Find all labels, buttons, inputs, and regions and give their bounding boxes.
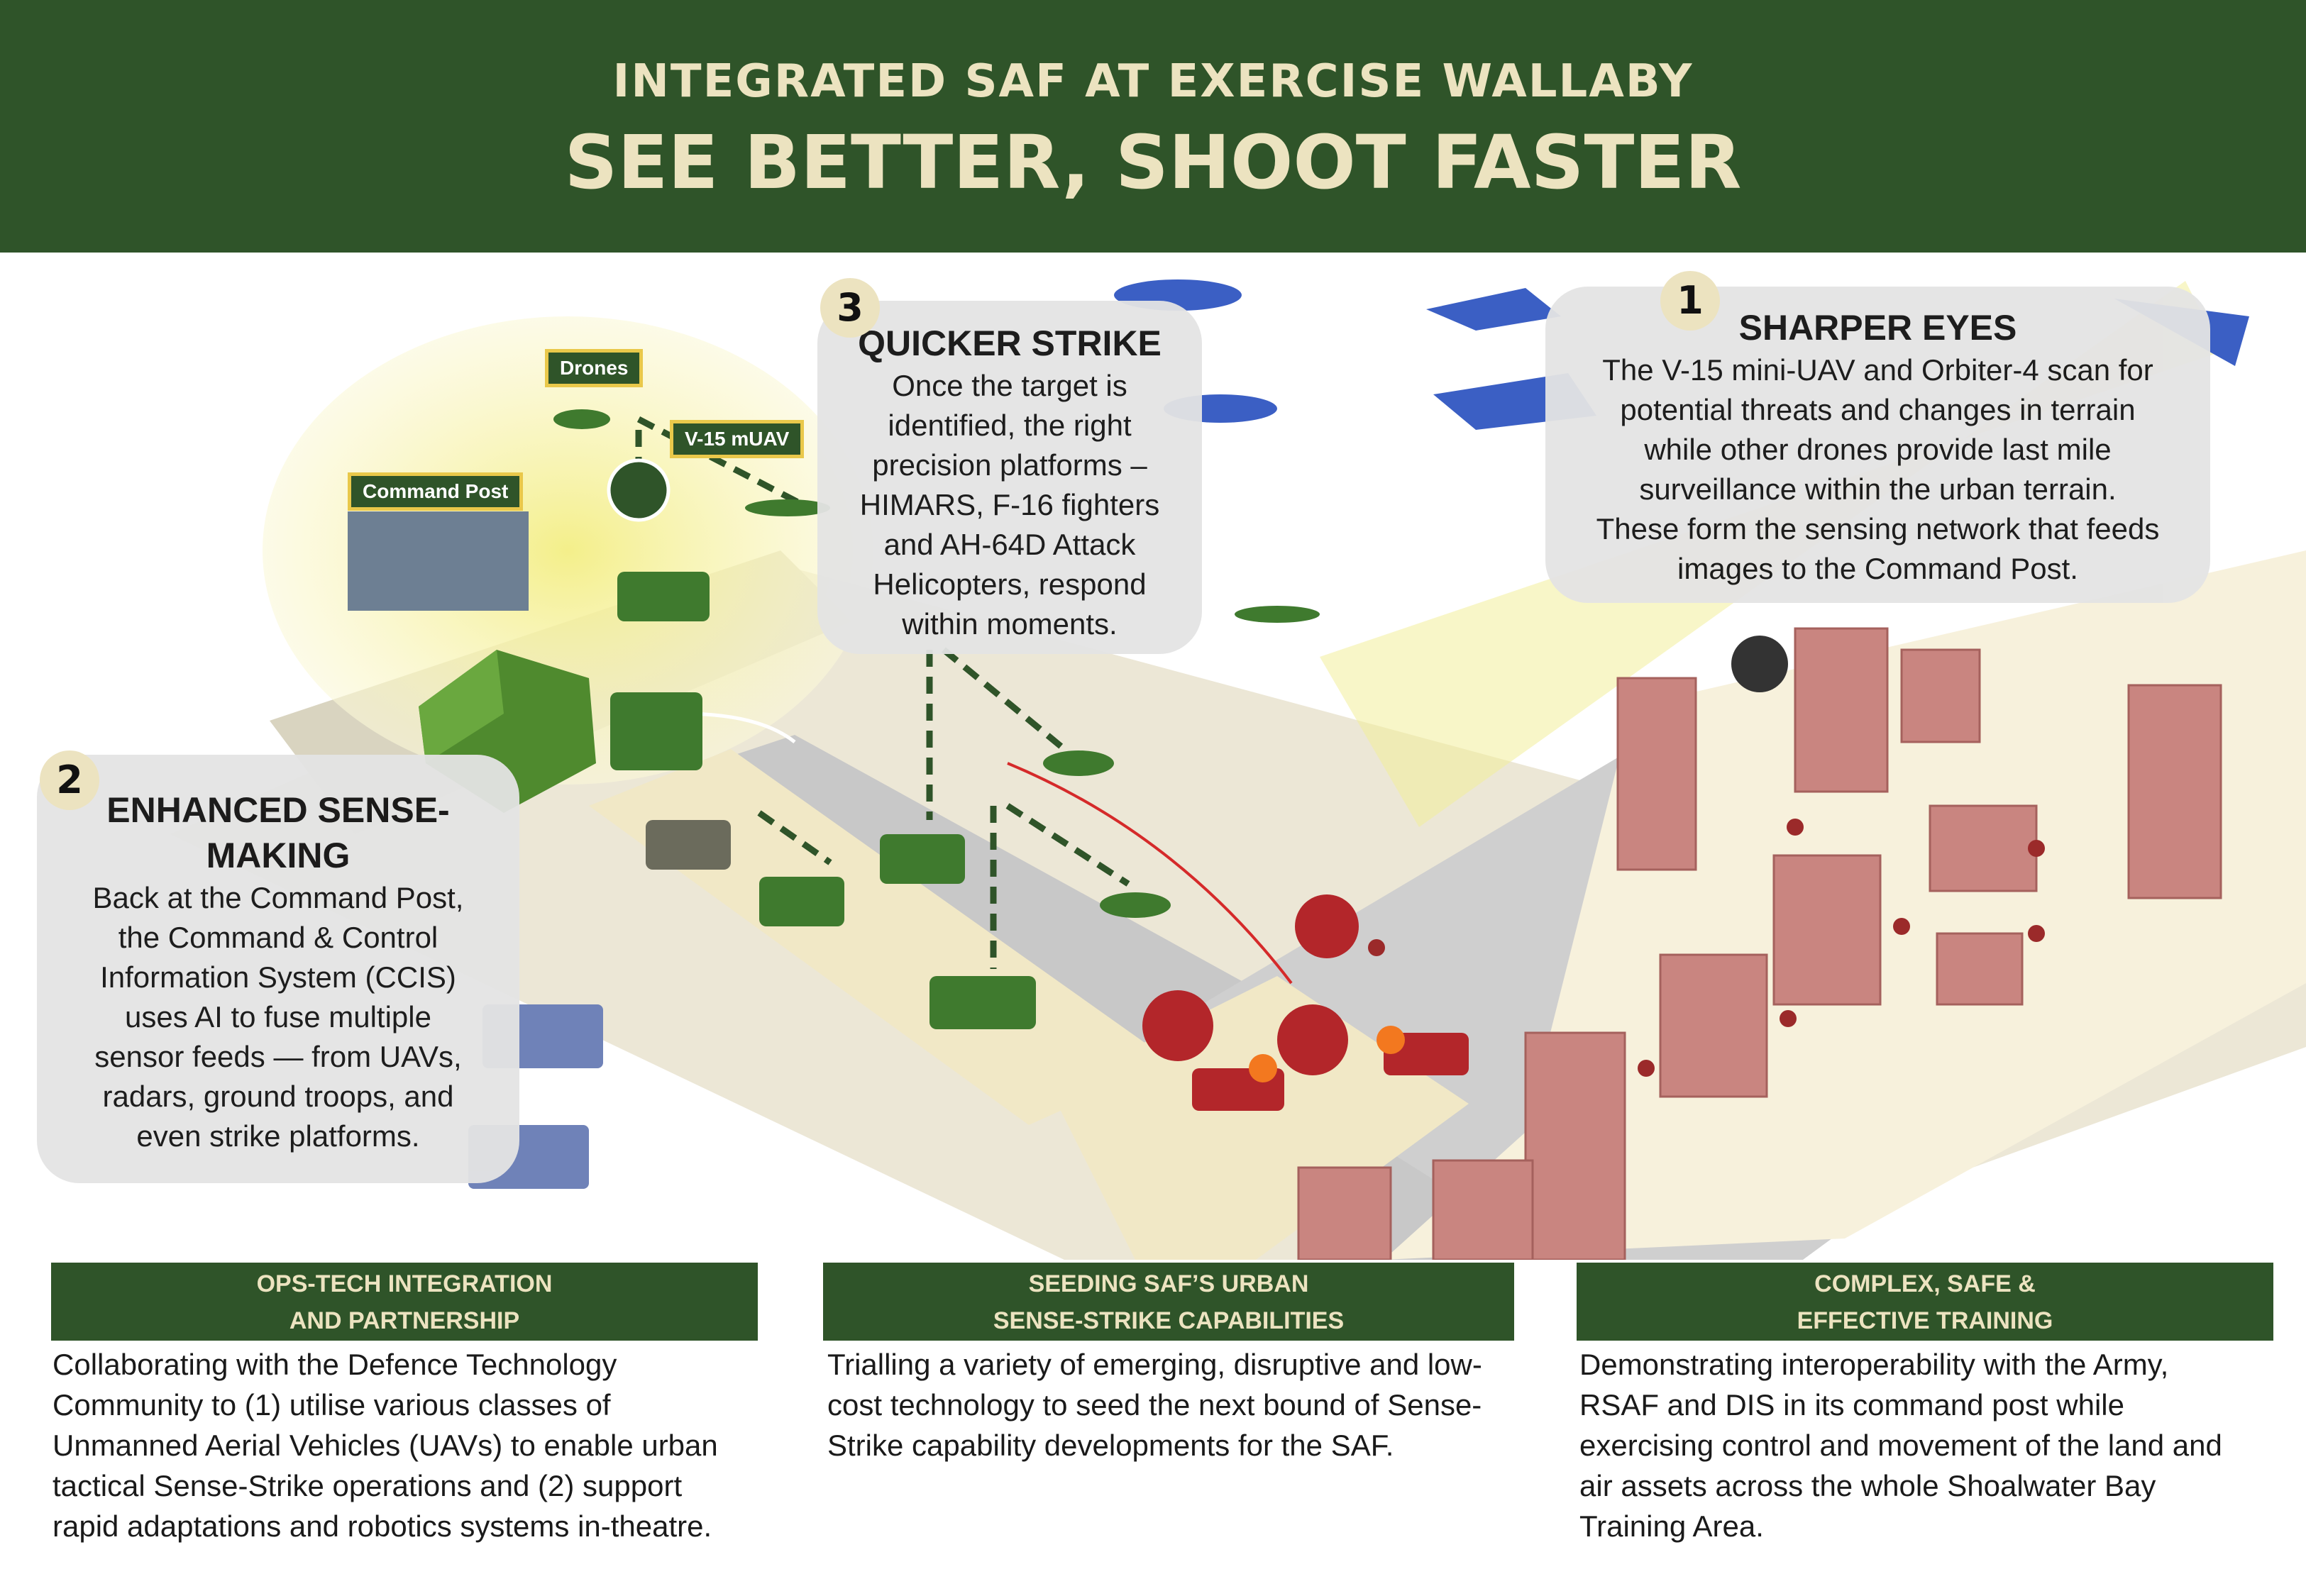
header-headline: SEE BETTER, SHOOT FASTER [564, 119, 1742, 206]
tag-command-post: Command Post [348, 472, 524, 511]
callout-line: Once the target is [892, 369, 1127, 402]
callout-enhanced-sense-making: ENHANCED SENSE- MAKING Back at the Comma… [37, 755, 519, 1183]
section-body-line: Training Area. [1579, 1509, 1764, 1543]
callout-line: Back at the Command Post, [92, 881, 464, 914]
section-heading-ops-tech: OPS-TECH INTEGRATION AND PARTNERSHIP [51, 1263, 758, 1341]
section-heading-line: OPS-TECH INTEGRATION [256, 1270, 553, 1297]
section-heading-urban-sense-strike: SEEDING SAF’S URBAN SENSE-STRIKE CAPABIL… [823, 1263, 1514, 1341]
callout-line: and AH-64D Attack [883, 528, 1136, 561]
callout-line: Helicopters, respond [873, 567, 1147, 601]
header-banner: INTEGRATED SAF AT EXERCISE WALLABY SEE B… [0, 0, 2306, 253]
callout-line: The V-15 mini-UAV and Orbiter-4 scan for [1602, 353, 2153, 387]
section-body-line: exercising control and movement of the l… [1579, 1429, 2222, 1462]
callout-line: the Command & Control [118, 921, 438, 954]
callout-line: even strike platforms. [136, 1119, 420, 1153]
callout-line: images to the Command Post. [1677, 552, 2078, 585]
enemy-troops [1368, 819, 2045, 1077]
section-body-urban-sense-strike: Trialling a variety of emerging, disrupt… [827, 1344, 1537, 1465]
section-body-line: Collaborating with the Defence Technolog… [53, 1348, 617, 1381]
callout-body: The V-15 mini-UAV and Orbiter-4 scan for… [1545, 350, 2210, 589]
callout-title: QUICKER STRIKE [858, 323, 1162, 363]
section-heading-training: COMPLEX, SAFE & EFFECTIVE TRAINING [1577, 1263, 2273, 1341]
enemy-targets [1142, 894, 1469, 1111]
callout-line: sensor feeds — from UAVs, [94, 1040, 462, 1073]
number-badge-3: 3 [820, 278, 880, 338]
section-heading-line: COMPLEX, SAFE & [1814, 1270, 2036, 1297]
friendly-vehicles [610, 572, 1036, 1029]
callout-body: Back at the Command Post, the Command & … [37, 878, 519, 1156]
callout-line: radars, ground troops, and [102, 1080, 454, 1113]
hexacopter [1731, 636, 1788, 692]
callout-line: precision platforms – [872, 448, 1147, 482]
callout-quicker-strike: QUICKER STRIKE Once the target is identi… [817, 301, 1202, 654]
terrain-convoy [589, 749, 1171, 1125]
callout-body: Once the target is identified, the right… [817, 366, 1202, 644]
drones [553, 409, 1320, 918]
section-heading-line: AND PARTNERSHIP [289, 1307, 520, 1334]
callout-line: Information System (CCIS) [100, 960, 456, 994]
section-body-line: air assets across the whole Shoalwater B… [1579, 1469, 2156, 1502]
header-kicker: INTEGRATED SAF AT EXERCISE WALLABY [612, 55, 1694, 108]
callout-title: ENHANCED SENSE- MAKING [37, 787, 519, 878]
number-badge-1: 1 [1660, 271, 1720, 331]
section-body-line: RSAF and DIS in its command post while [1579, 1388, 2124, 1422]
section-body-line: Strike capability developments for the S… [827, 1429, 1394, 1462]
section-body-line: Trialling a variety of emerging, disrupt… [827, 1348, 1482, 1381]
callout-line: surveillance within the urban terrain. [1639, 472, 2117, 506]
fire [1249, 1026, 1405, 1082]
callout-title-line: ENHANCED SENSE- [106, 790, 450, 830]
section-body-training: Demonstrating interoperability with the … [1579, 1344, 2289, 1546]
section-body-line: Demonstrating interoperability with the … [1579, 1348, 2169, 1381]
callout-line: within moments. [902, 607, 1118, 641]
callout-line: while other drones provide last mile [1644, 433, 2112, 466]
command-post-photo [348, 511, 529, 611]
section-heading-line: SENSE-STRIKE CAPABILITIES [993, 1307, 1345, 1334]
section-body-line: Community to (1) utilise various classes… [53, 1388, 611, 1422]
dashed-links [635, 416, 1130, 969]
section-body-line: rapid adaptations and robotics systems i… [53, 1509, 712, 1543]
section-heading-line: EFFECTIVE TRAINING [1797, 1307, 2053, 1334]
callout-line: HIMARS, F-16 fighters [859, 488, 1160, 521]
callout-line: identified, the right [888, 409, 1132, 442]
callout-sharper-eyes: SHARPER EYES The V-15 mini-UAV and Orbit… [1545, 287, 2210, 603]
callout-line: uses AI to fuse multiple [125, 1000, 431, 1033]
buildings [1297, 627, 2222, 1260]
callout-line: potential threats and changes in terrain [1620, 393, 2136, 426]
section-body-ops-tech: Collaborating with the Defence Technolog… [53, 1344, 790, 1546]
section-body-line: cost technology to seed the next bound o… [827, 1388, 1482, 1422]
callout-title: SHARPER EYES [1738, 308, 2017, 348]
tag-v15-muav: V-15 mUAV [670, 420, 805, 458]
callout-title-line: MAKING [206, 836, 351, 875]
number-badge-2: 2 [40, 750, 99, 810]
section-heading-line: SEEDING SAF’S URBAN [1028, 1270, 1309, 1297]
section-body-line: tactical Sense-Strike operations and (2)… [53, 1469, 683, 1502]
callout-line: These form the sensing network that feed… [1596, 512, 2160, 545]
tag-drones: Drones [545, 349, 644, 387]
signal-node [607, 458, 671, 522]
strike-trajectory [1007, 762, 1293, 985]
section-body-line: Unmanned Aerial Vehicles (UAVs) to enabl… [53, 1429, 718, 1462]
